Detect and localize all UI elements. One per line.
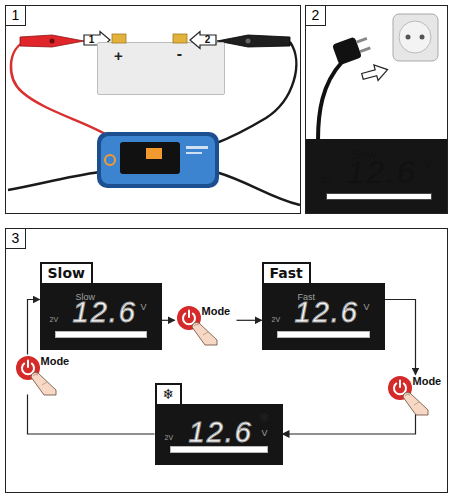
- red-clamp: [20, 35, 84, 47]
- mode-heading: Fast: [262, 262, 311, 283]
- voltage-range: 2V: [165, 433, 174, 443]
- lcd-display: ❄ 2V 12.6 V: [162, 410, 276, 458]
- step-panel: 3SlowSlow2V12.6VModeFastFast2V12.6VMode❄…: [5, 228, 448, 493]
- mode-button: Mode: [175, 305, 237, 345]
- voltage-range: 2V: [272, 315, 281, 325]
- flow-connector: [283, 415, 416, 435]
- voltage-range: 2V: [50, 315, 59, 325]
- lcd-display: Slow2V12.6V: [47, 290, 155, 343]
- terminal-sign: -: [174, 45, 186, 62]
- voltage-reading: 12.6: [189, 418, 253, 447]
- mains-cable: [216, 172, 300, 205]
- mode-button: Mode: [14, 355, 76, 395]
- step-number: 1: [6, 6, 26, 26]
- output-cable: [8, 172, 100, 190]
- voltage-reading: 12.6: [347, 156, 417, 188]
- plug-cable: [318, 62, 342, 140]
- terminal-sign: +: [113, 47, 125, 64]
- step-number: 2: [306, 6, 326, 26]
- charger-face: [101, 136, 215, 184]
- flow-connector: [28, 395, 155, 435]
- voltage-reading: 12.6: [73, 298, 137, 327]
- socket-face: [399, 21, 431, 53]
- button-label: Mode: [413, 375, 442, 388]
- unit-label: V: [424, 159, 431, 170]
- mains-plug: [332, 33, 372, 66]
- callout-arrow: 2: [189, 31, 217, 49]
- charge-bar: [326, 193, 432, 200]
- flow-connector: [237, 320, 262, 321]
- flow-connector: [385, 300, 416, 375]
- socket-hole: [406, 35, 411, 40]
- battery: +-: [97, 42, 225, 95]
- voltage-reading: 12.6: [295, 298, 359, 327]
- unit-label: V: [363, 302, 369, 313]
- step-panel: 2Slow2V12.6V: [305, 5, 448, 214]
- lcd-display: Fast2V12.6V: [269, 290, 378, 343]
- charger-print: [186, 152, 202, 154]
- mode-screen: FastFast2V12.6V: [262, 283, 385, 350]
- button-label: Mode: [202, 305, 231, 318]
- mode-screen: SlowSlow2V12.6V: [40, 283, 162, 350]
- display-frame: [306, 139, 447, 213]
- button-label: Mode: [41, 355, 70, 368]
- step-panel: 11+-2: [5, 5, 301, 214]
- charger-logo: [105, 155, 115, 165]
- callout-number: 2: [200, 34, 216, 46]
- charger-print: [186, 146, 208, 149]
- charger-body: [97, 132, 219, 188]
- callout-arrow-shape: [189, 31, 217, 49]
- mode-button: Mode: [386, 375, 446, 415]
- mode-heading: Slow: [40, 262, 93, 283]
- direction-arrow: [360, 62, 389, 84]
- voltage-range: 2V: [321, 175, 332, 185]
- black-clamp: [217, 35, 290, 47]
- wall-socket: [393, 14, 438, 61]
- lcd-display: Slow2V12.6V: [318, 147, 440, 205]
- mode-label: ❄: [259, 411, 270, 425]
- charger-lcd: [146, 148, 162, 159]
- flow-connector: [162, 320, 175, 321]
- charge-bar: [170, 446, 268, 453]
- socket-hole: [420, 35, 425, 40]
- charger-screen: [120, 142, 180, 174]
- unit-label: V: [261, 428, 267, 439]
- mode-screen: ❄❄ 2V 12.6 V: [155, 404, 283, 465]
- unit-label: V: [140, 302, 146, 313]
- charge-bar: [55, 331, 147, 338]
- clamp-pivot: [50, 39, 55, 44]
- mode-heading: ❄: [155, 383, 183, 404]
- step-number: 3: [6, 229, 26, 249]
- charge-bar: [277, 331, 370, 338]
- flow-connector: [28, 300, 40, 355]
- clamp-pivot: [246, 39, 251, 44]
- black-cable: [214, 42, 296, 144]
